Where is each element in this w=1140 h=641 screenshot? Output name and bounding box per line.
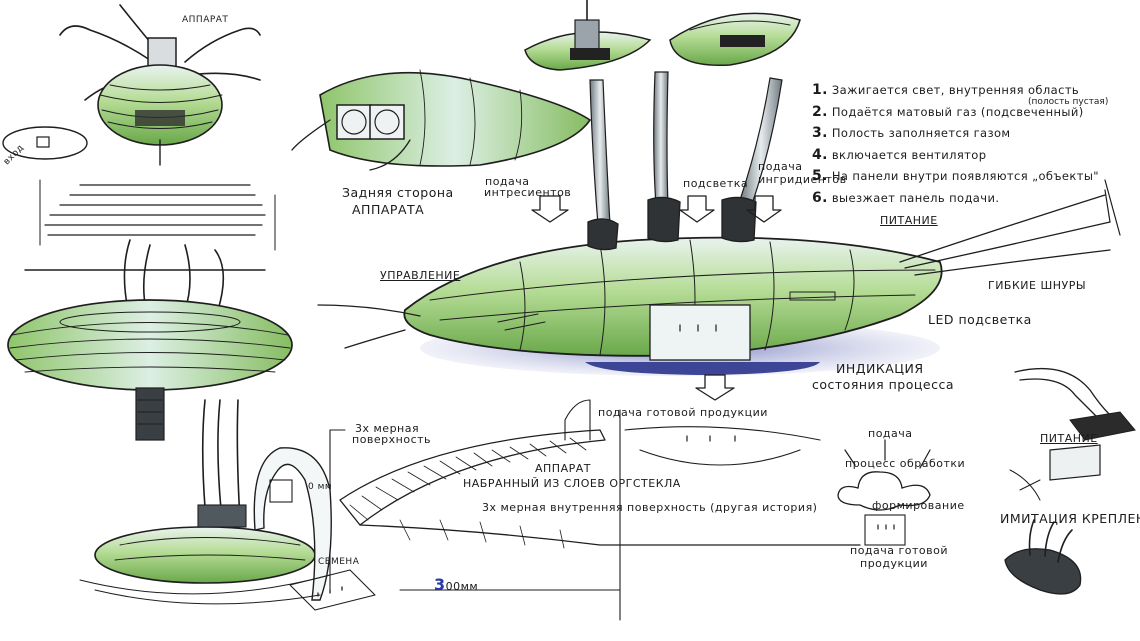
label-ready-small-line2: продукции [860,557,928,570]
layered-ramp-sketch [329,399,861,621]
label-led: LED подсветка [928,312,1032,327]
label-ready-small-line1: подача готовой [850,544,949,557]
scale-unit: 00мм [445,580,479,593]
top-pod-sketch-1 [524,0,652,71]
label-inner-surface: 3х мерная внутренняя поверхность (другая… [482,501,818,514]
feed-arrows [531,195,782,401]
process-step: 6.выезжает панель подачи. [812,189,1000,206]
label-power-right: ПИТАНИЕ [1040,432,1098,445]
hanging-apparatus-sketch [59,4,261,166]
label-surface3d-line1: 3х мерная [355,422,420,435]
step1-note: (полость пустая) [1028,97,1109,107]
label-feed-ingredients-line1: подача [485,175,530,188]
label-layers-line2: НАБРАННЫЙ ИЗ СЛОЕВ ОРГСТЕКЛА [463,477,681,490]
label-feed-ingredients-line2: интресиентов [484,186,572,199]
label-dim-mark: 0 мм [308,482,333,492]
process-step: 5.На панели внутри появляются „объекты" [812,168,1099,184]
label-apparat-top: АППАРАТ [182,15,229,25]
label-ready-output: подача готовой продукции [598,406,768,419]
label-indication-line2: состояния процесса [812,377,954,392]
process-step: 3.Полость заполняется газом [812,125,1011,141]
side-bowl-sketch [2,126,88,160]
arch-device-sketch [79,399,376,611]
scale-bar-label: 300мм [434,575,479,594]
label-feed-ingr2-line1: подача [758,160,803,173]
process-step: 2.Подаётся матовый газ (подсвеченный) [812,103,1084,120]
process-diagram-sketch [837,439,931,546]
label-control: УПРАВЛЕНИЕ [380,269,461,282]
rear-side-sketch [291,69,592,171]
label-surface3d-line2: поверхность [352,433,432,446]
label-indication-line1: ИНДИКАЦИЯ [836,361,924,376]
top-pod-sketch-2 [669,12,801,67]
process-step: 4.включается вентилятор [812,146,987,163]
mount-sketch [1004,519,1082,595]
label-feed-small: подача [868,427,913,440]
label-rear-side-line2: АППАРАТА [352,202,425,217]
label-seeds: СЕМЕНА [318,557,360,567]
label-flex-cords: ГИБКИЕ ШНУРЫ [988,279,1087,292]
process-steps-list: 1.Зажигается свет, внутренняя область 2.… [812,82,1132,211]
label-backlight: подсветка [683,177,749,190]
main-device-sketch [317,71,1121,376]
label-rear-side-line1: Задняя сторона [342,185,454,200]
layered-stack-sketch [24,179,276,311]
label-mount: ИМИТАЦИЯ КРЕПЛЕНИЯ [1000,511,1140,526]
power-connector-sketch [1009,367,1136,501]
label-layers-line1: АППАРАТ [535,462,591,475]
scale-number: 3 [434,575,446,594]
disk-device-sketch [7,299,293,441]
label-forming: формирование [872,499,965,512]
label-process: процесс обработки [845,457,966,470]
label-feed-ingr2-line2: ингридиентов [758,173,847,186]
process-step: 1.Зажигается свет, внутренняя область [812,82,1080,98]
label-power-top: ПИТАНИЕ [880,214,938,227]
